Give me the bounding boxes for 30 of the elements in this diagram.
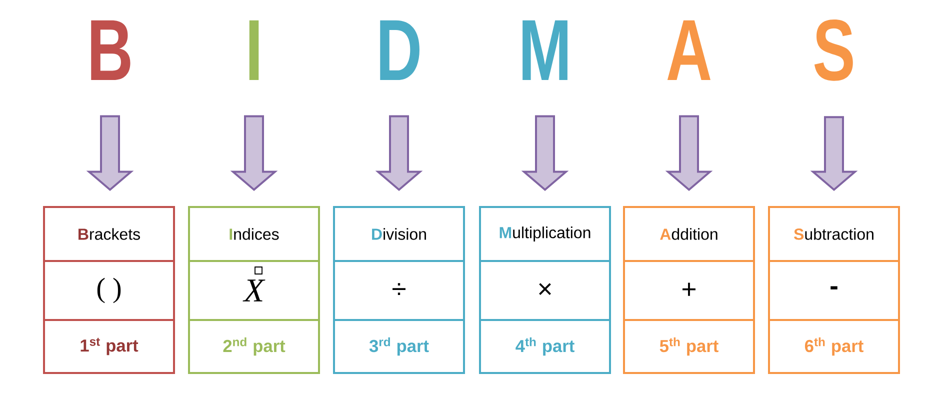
order-cell: 5$^{th}$ part	[623, 319, 755, 374]
name-cell: Addition	[623, 206, 755, 262]
acronym-letter: I	[249, 20, 259, 80]
block-arrow	[230, 115, 278, 192]
acronym-letter: M	[522, 20, 568, 80]
symbol-cell: ×	[479, 260, 611, 321]
name-cell: Subtraction	[768, 206, 900, 262]
block-arrow	[375, 115, 423, 192]
symbol-cell: +	[623, 260, 755, 321]
order-cell: 4$^{th}$ part	[479, 319, 611, 374]
symbol-cell: X	[188, 260, 320, 321]
order-cell: 1$^{st}$ part	[43, 319, 176, 374]
name-cell: Brackets	[43, 206, 176, 262]
order-cell: 2$^{nd}$ part	[188, 319, 320, 374]
symbol-cell: ÷	[333, 260, 465, 321]
block-arrow	[521, 115, 569, 192]
block-arrow	[86, 115, 134, 192]
order-cell: 6$^{th}$ part	[768, 319, 900, 374]
order-cell: 3$^{rd}$ part	[333, 319, 465, 374]
name-cell: Multiplication	[479, 206, 611, 262]
symbol-cell: ( )	[43, 260, 176, 321]
name-cell: Indices	[188, 206, 320, 262]
block-arrow	[665, 115, 713, 192]
name-cell: Division	[333, 206, 465, 262]
acronym-letter: B	[91, 20, 130, 80]
symbol-cell: -	[768, 260, 900, 321]
block-arrow	[810, 116, 858, 192]
acronym-letter: A	[667, 20, 710, 80]
acronym-letter: D	[380, 20, 420, 80]
acronym-letter: S	[814, 19, 853, 81]
